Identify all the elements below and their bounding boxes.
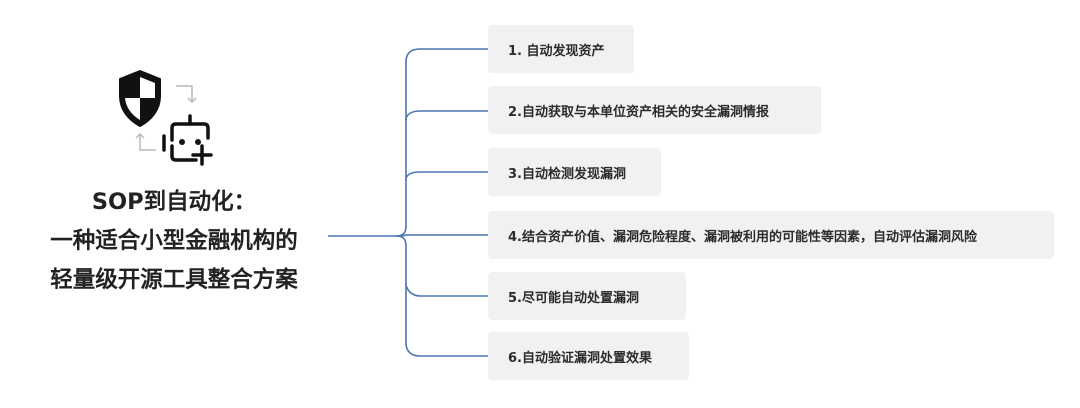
node-3[interactable]: 3.自动检测发现漏洞 <box>488 148 661 196</box>
branch-connector-1 <box>395 48 488 237</box>
robot-icon <box>162 114 213 166</box>
node-6[interactable]: 6.自动验证漏洞处置效果 <box>488 332 689 380</box>
node-1[interactable]: 1. 自动发现资产 <box>488 25 634 73</box>
illustration <box>119 70 213 166</box>
branch-connector-5 <box>405 282 488 297</box>
branch-connector-2 <box>405 110 488 121</box>
root-title: SOP到自动化： 一种适合小型金融机构的 轻量级开源工具整合方案 <box>20 183 328 300</box>
cycle-arrows-icon <box>135 85 197 151</box>
node-5[interactable]: 5.尽可能自动处置漏洞 <box>488 272 686 320</box>
branch-connector-4 <box>395 234 488 237</box>
root-title-line: 一种适合小型金融机构的 <box>50 228 298 254</box>
branch-connector-3 <box>405 171 488 181</box>
node-2[interactable]: 2.自动获取与本单位资产相关的安全漏洞情报 <box>488 86 821 134</box>
node-4[interactable]: 4.结合资产价值、漏洞危险程度、漏洞被利用的可能性等因素，自动评估漏洞风险 <box>488 211 1054 259</box>
root-title-line: 轻量级开源工具整合方案 <box>50 267 298 293</box>
icon-group <box>112 68 216 168</box>
shield-icon <box>119 70 161 127</box>
root-title-line: SOP到自动化： <box>91 189 257 215</box>
robot-eyes <box>179 139 201 145</box>
branch-connector-6 <box>395 235 488 357</box>
